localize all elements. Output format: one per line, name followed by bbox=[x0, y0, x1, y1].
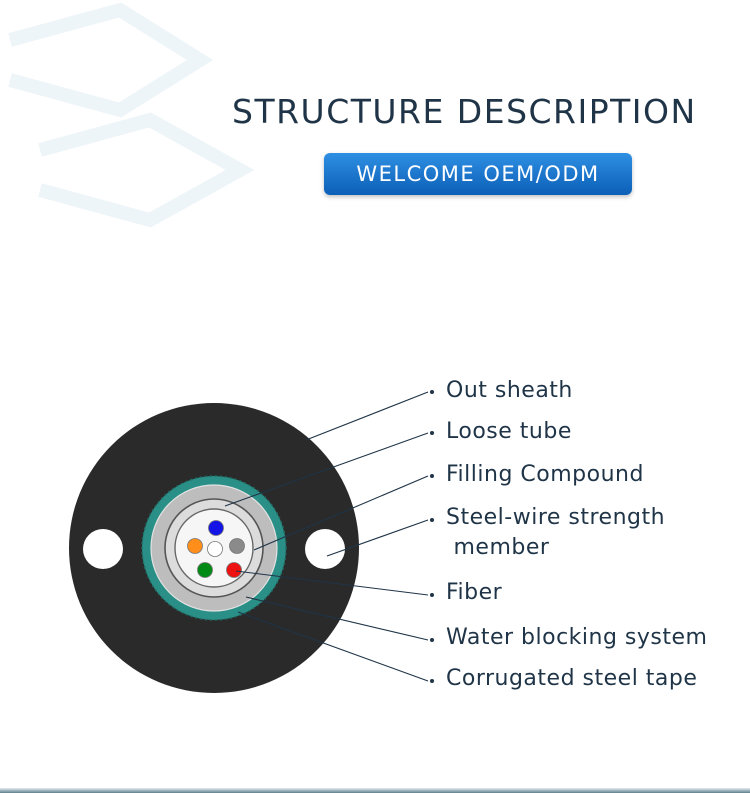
label-dot bbox=[430, 431, 434, 435]
fiber-red bbox=[226, 562, 242, 578]
steel-wire-right bbox=[305, 529, 345, 569]
page-title: STRUCTURE DESCRIPTION bbox=[232, 92, 697, 131]
label-out-sheath: Out sheath bbox=[446, 378, 573, 403]
leader-fiber bbox=[235, 570, 429, 596]
leader-steel-tape bbox=[237, 611, 429, 682]
fiber-white bbox=[207, 541, 223, 557]
label-dot bbox=[430, 593, 434, 597]
leader-filling-compound bbox=[253, 475, 429, 551]
fiber-orange bbox=[187, 538, 203, 554]
label-fiber: Fiber bbox=[446, 580, 503, 605]
bottom-rule bbox=[0, 788, 750, 793]
label-corrugated-steel-tape: Corrugated steel tape bbox=[446, 666, 698, 691]
leader-out-sheath bbox=[305, 391, 429, 441]
label-dot bbox=[430, 679, 434, 683]
label-loose-tube: Loose tube bbox=[446, 419, 572, 444]
leader-lines bbox=[224, 391, 429, 682]
fibers bbox=[187, 520, 245, 578]
label-water-blocking-system: Water blocking system bbox=[446, 625, 708, 650]
steel-tape-texture bbox=[141, 475, 287, 621]
leader-loose-tube bbox=[224, 432, 429, 507]
fiber-gray bbox=[229, 538, 245, 554]
label-dot bbox=[430, 390, 434, 394]
fiber-blue bbox=[208, 520, 224, 536]
label-steel-wire-strength-member: Steel-wire strength member bbox=[446, 505, 666, 560]
label-filling-compound: Filling Compound bbox=[446, 462, 644, 487]
fiber-green bbox=[197, 562, 213, 578]
label-dot bbox=[430, 518, 434, 522]
leader-water-blocking bbox=[245, 596, 429, 641]
background-watermark bbox=[8, 2, 255, 228]
leader-steel-wire bbox=[326, 519, 429, 557]
steel-wire-left bbox=[83, 529, 123, 569]
label-dot bbox=[430, 474, 434, 478]
label-dot bbox=[430, 638, 434, 642]
oem-badge: WELCOME OEM/ODM bbox=[324, 153, 632, 195]
